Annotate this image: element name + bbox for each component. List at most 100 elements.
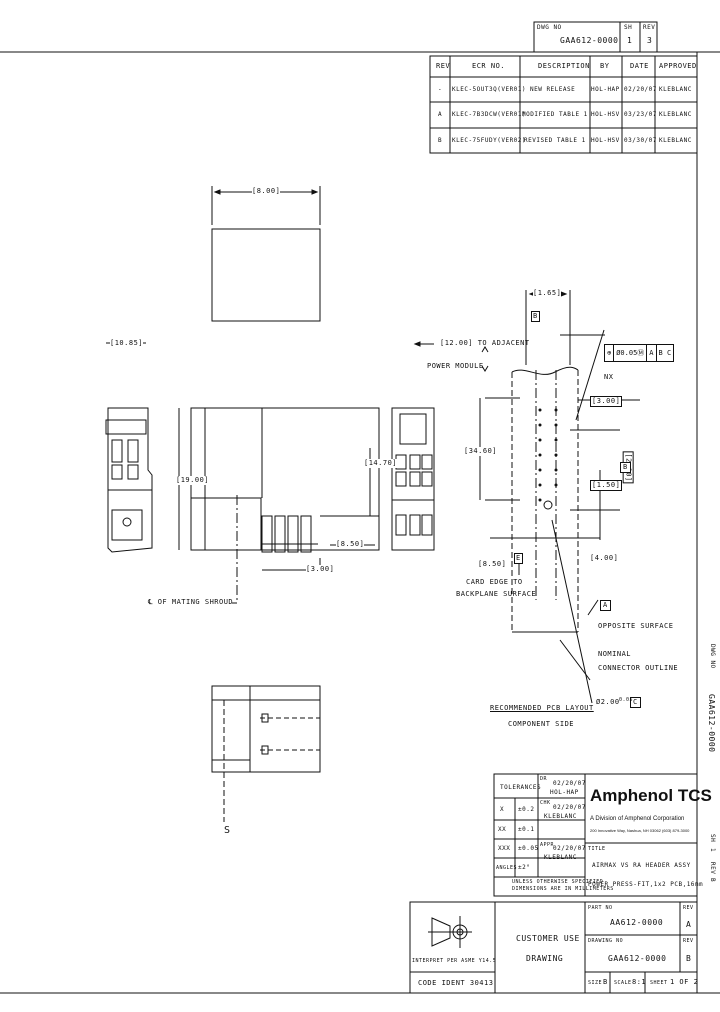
rev-row-3-desc: REVISED TABLE 1 [524, 137, 586, 144]
tol-x-value: ±0.2 [518, 806, 535, 813]
dr-name: HOL-HAP [550, 789, 579, 796]
rev-row-3-ecr: KLEC-75FUDY(VER02) [452, 137, 527, 144]
dim-bottom-b: [3.00] [306, 565, 335, 574]
dr-label: DR [540, 776, 548, 782]
units-note-2: DIMENSIONS ARE IN MILLIMETERS [512, 886, 614, 892]
scale-value: 8:1 [632, 978, 647, 986]
chk-label: CHK [540, 800, 551, 806]
appr-label: APPR [540, 842, 555, 848]
side-strip: DWG NO GAA612-0000 SH 1 REV B [700, 634, 718, 894]
dwg-rev: B [686, 954, 692, 963]
tol-angles-value: ±2° [518, 864, 531, 871]
callout-recommended-pcb: RECOMMENDED PCB LAYOUT [490, 704, 594, 712]
company-name: Amphenol TCS [590, 786, 712, 805]
fcf-datum-a: A [647, 345, 657, 361]
callout-power-module: POWER MODULE [427, 362, 484, 370]
callout-component-side: COMPONENT SIDE [508, 720, 575, 728]
appr-name: KLEBLANC [544, 854, 577, 861]
dim-height-right: [14.70] [364, 459, 398, 468]
callout-mating-shroud: ℄ OF MATING SHROUD [148, 598, 234, 606]
dr-date: 02/20/07 [553, 780, 586, 787]
code-ident: CODE IDENT 30413 [418, 979, 494, 987]
rev-col-rev: REV [436, 62, 451, 70]
dim-top-width: [8.00] [252, 187, 281, 196]
rev-row-2-by: HOL-HSV [591, 111, 620, 118]
dim-hole-tol: 0.05 [619, 697, 634, 703]
fcf-tolerance: Ø0.05Ⓜ [614, 345, 648, 361]
rev-row-2-rev: A [438, 111, 443, 118]
dwg-no: GAA612-0000 [608, 954, 667, 963]
tol-xx-value: ±0.1 [518, 826, 535, 833]
dim-height-left: [19.00] [176, 476, 210, 485]
header-sh: 1 [627, 36, 633, 45]
rev-col-approved: APPROVED [659, 62, 697, 70]
rev-row-3-rev: B [438, 137, 443, 144]
dim-card-edge: [8.50] [478, 560, 507, 568]
header-dwg-no: GAA612-0000 [560, 36, 619, 45]
title-line-1: AIRMAX VS RA HEADER ASSY [592, 862, 691, 869]
side-dwg-label: DWG NO [709, 644, 716, 669]
scale-label: SCALE [614, 980, 632, 986]
dim-hole-dia: Ø2.00 [596, 698, 620, 706]
fcf-symbol: ⊕ [605, 345, 615, 361]
appr-date: 02/20/07 [553, 845, 586, 852]
rev-row-2-approved: KLEBLANC [659, 111, 692, 118]
interpret-note: INTERPRET PER ASME Y14.5 [412, 958, 497, 964]
sheet-label: SHEET [650, 980, 668, 986]
dim-pcb-width: [4.00] [590, 554, 619, 563]
rev-row-3-by: HOL-HSV [591, 137, 620, 144]
rev-row-3-approved: KLEBLANC [659, 137, 692, 144]
callout-adjacent: [12.00] TO ADJACENT [440, 339, 530, 347]
size-label: SIZE [588, 980, 603, 986]
rev-col-ecr: ECR NO. [472, 62, 506, 70]
rev-col-date: DATE [630, 62, 649, 70]
feature-control-frame: ⊕ Ø0.05Ⓜ A B C [604, 344, 675, 362]
rev-row-1-approved: KLEBLANC [659, 86, 692, 93]
tol-xxx-label: XXX [498, 845, 511, 852]
rev-row-1-date: 02/20/07 [624, 86, 657, 93]
rev-row-2-desc: MODIFIED TABLE 1 [522, 111, 588, 118]
chk-date: 02/20/07 [553, 804, 586, 811]
company-division: A Division of Amphenol Corporation [590, 816, 685, 822]
size-value: B [603, 978, 608, 986]
header-dwg-no-label: DWG NO [537, 24, 562, 31]
dim-left-width: [10.85] [110, 339, 144, 348]
part-no: AA612-0000 [610, 918, 664, 927]
section-label: S [224, 825, 231, 836]
rev-row-1-by: HOL-HAP [591, 86, 620, 93]
dim-pcb-pitch: [1.65] [533, 289, 562, 298]
title-line-2: POWER PRESS-FIT,1x2 PCB,16mm [588, 881, 704, 888]
tol-xx-label: XX [498, 826, 507, 833]
header-rev-label: REV [643, 24, 656, 31]
dim-pcb-ref: B [531, 311, 540, 322]
tol-x-label: X [500, 806, 505, 813]
title-label: TITLE [588, 846, 606, 852]
rev-row-1-ecr: KLEC-5OUT3Q(VER01) [452, 86, 527, 93]
tol-angles-label: ANGLES [496, 865, 518, 871]
sheet-value: 1 OF 2 [670, 978, 699, 986]
part-rev-label: REV [683, 905, 694, 911]
side-dwg-number: GAA612-0000 [707, 694, 716, 753]
dim-datum-c: C [630, 697, 641, 708]
side-rev-label: REV [709, 862, 716, 875]
dim-card-edge-ref: E [514, 553, 523, 564]
customer-drawing: DRAWING [526, 954, 564, 963]
rev-col-by: BY [600, 62, 610, 70]
callout-datum-a: A [600, 600, 611, 611]
dwg-no-label: DRAWING NO [588, 938, 624, 944]
company-address: 200 Innovative Way, Nashua, NH 03062 (60… [590, 828, 690, 833]
tolerances-label: TOLERANCES [500, 784, 542, 791]
callout-card-edge-2: BACKPLANE SURFACE [456, 590, 537, 598]
header-rev: 3 [647, 36, 653, 45]
fcf-datum-bc: B C [658, 349, 672, 357]
rev-row-3-date: 03/30/07 [624, 137, 657, 144]
callout-nominal-1: NOMINAL [598, 650, 632, 658]
fcf-note: NX [604, 373, 614, 381]
tol-xxx-value: ±0.05 [518, 845, 539, 852]
callout-card-edge-1: CARD EDGE TO [466, 578, 523, 586]
part-rev: A [686, 920, 692, 929]
side-sh-label: SH [709, 834, 716, 843]
callout-datum-b: B [620, 462, 631, 473]
side-rev-value: B [709, 878, 716, 883]
